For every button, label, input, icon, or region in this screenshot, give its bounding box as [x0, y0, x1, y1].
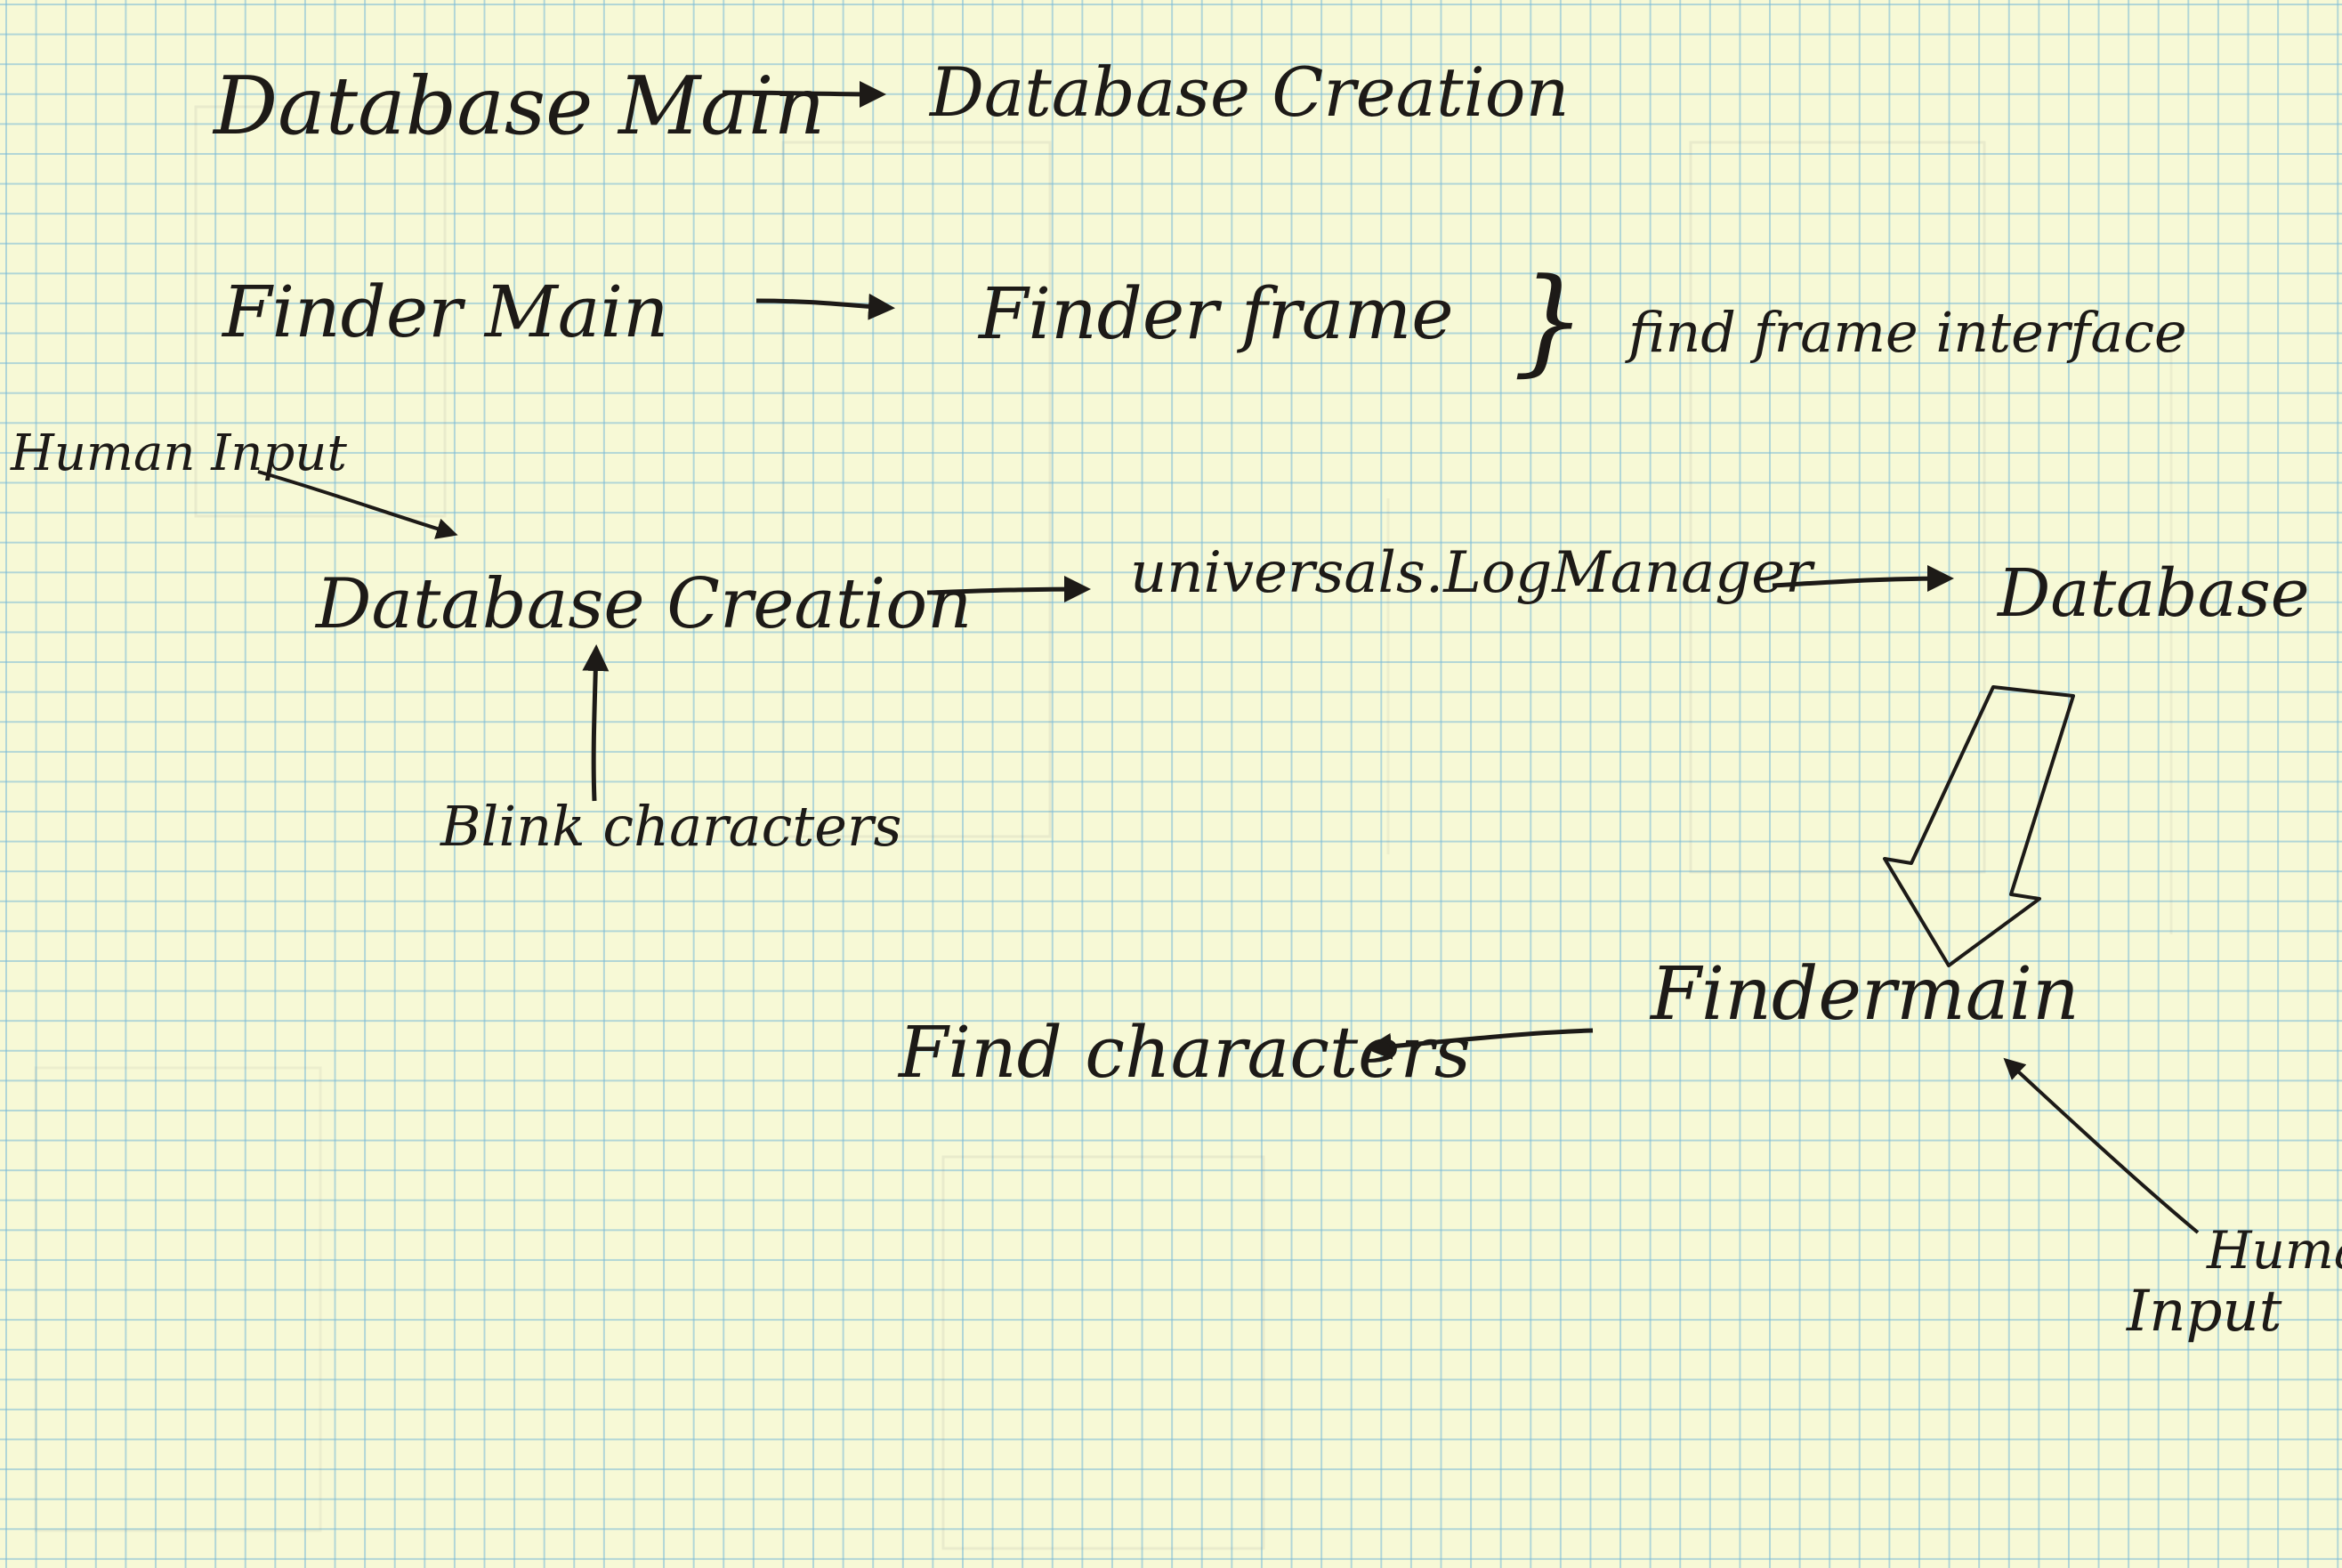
- database-label: Database: [1996, 555, 2310, 632]
- find-frame-interface-label: find frame interface: [1625, 300, 2187, 365]
- bleed-through-background: [34, 105, 2173, 1550]
- find-characters-label: Find characters: [897, 1011, 1471, 1094]
- arrow-logmanager-to-database: [1772, 565, 1954, 593]
- arrow-database-main-to-creation: [722, 80, 886, 108]
- database-main-label: Database Main: [212, 60, 826, 153]
- database-creation-top-label: Database Creation: [928, 53, 1570, 132]
- universals-logmanager-label: universals.LogManager: [1130, 540, 1815, 606]
- arrow-human-input-to-creation: [257, 470, 458, 539]
- human-input-bottom-line2: Input: [2126, 1279, 2282, 1345]
- finder-frame-label: Finder frame: [977, 272, 1454, 355]
- arrow-human-input-to-findermain: [2003, 1057, 2200, 1234]
- finder-main-top-label: Finder Main: [221, 271, 669, 353]
- findermain-label: Findermain: [1649, 952, 2080, 1037]
- arrow-blink-to-creation: [582, 644, 610, 802]
- database-creation-mid-label: Database Creation: [314, 564, 972, 644]
- arrow-creation-to-logmanager: [926, 576, 1091, 603]
- human-input-bottom-line1: Human: [2206, 1220, 2342, 1281]
- arrow-finder-main-to-frame: [755, 293, 895, 320]
- arrow-findermain-to-find-characters: [1365, 1028, 1594, 1060]
- human-input-top-label: Human Input: [10, 424, 347, 482]
- hollow-arrow-database-to-findermain: [1883, 685, 2075, 967]
- blink-characters-label: Blink characters: [440, 794, 901, 859]
- curly-brace: }: [1513, 253, 1587, 388]
